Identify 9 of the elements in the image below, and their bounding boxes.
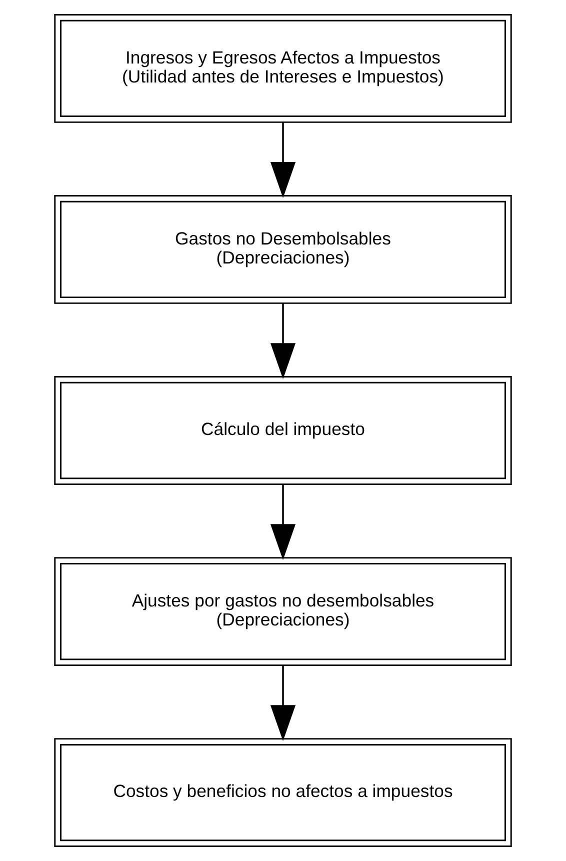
node-box: Gastos no Desembolsables (Depreciaciones) [54,195,512,304]
node-box: Cálculo del impuesto [54,376,512,485]
node-box: Costos y beneficios no afectos a impuestos [54,738,512,847]
node-box: Ajustes por gastos no desembolsables (Depreciaciones) [54,557,512,666]
node-box: Ingresos y Egresos Afectos a Impuestos (Utilidad antes de Intereses e Impuestos) [54,14,512,123]
arrow [270,484,296,560]
arrow [270,303,296,379]
arrow [270,665,296,742]
arrow [270,122,296,198]
